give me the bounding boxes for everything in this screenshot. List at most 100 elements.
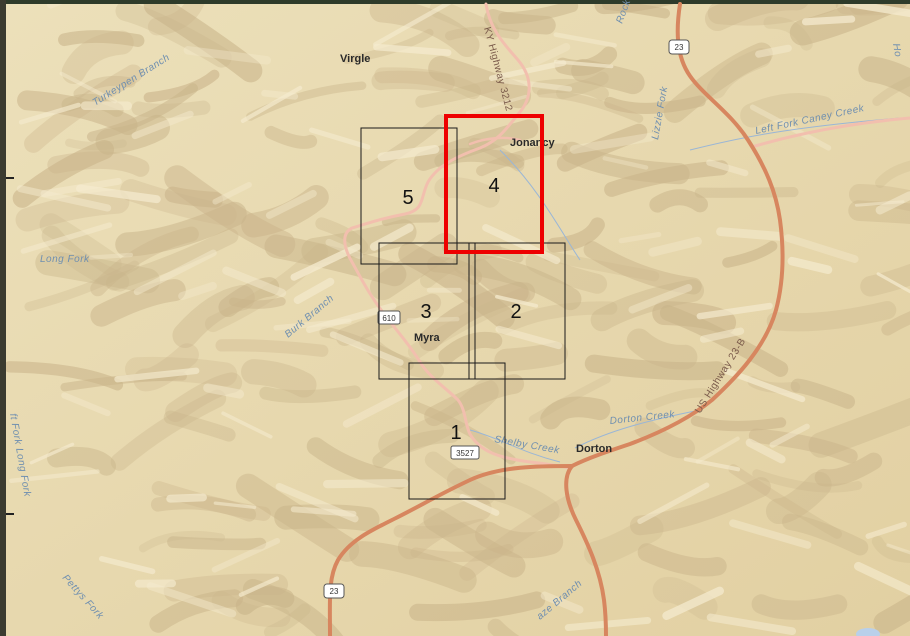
ridge-shade xyxy=(58,30,145,47)
ridge-shade xyxy=(604,95,706,114)
ridge-shade xyxy=(808,397,910,458)
ridge-highlight xyxy=(716,227,785,241)
ridge-highlight xyxy=(20,222,113,254)
ridge-shade xyxy=(452,252,582,311)
ridge-shade xyxy=(561,141,690,185)
ridge-shade xyxy=(468,137,525,172)
ridge-highlight xyxy=(784,234,859,263)
ridge-highlight xyxy=(755,44,792,58)
grid-cell-4-highlighted[interactable]: 4 xyxy=(444,114,544,254)
ridge-highlight xyxy=(699,327,745,343)
ridge-shade xyxy=(47,446,116,476)
ridge-shade xyxy=(537,89,644,123)
ridge-shade xyxy=(848,200,910,225)
shield-us23-south: 23 xyxy=(323,583,345,599)
ridge-highlight xyxy=(373,43,452,57)
ridge-highlight xyxy=(88,252,134,260)
ridge-shade xyxy=(546,217,605,253)
ridge-highlight xyxy=(329,331,404,366)
ridge-highlight xyxy=(706,159,749,177)
ridge-shade xyxy=(873,594,910,634)
ridge-shade xyxy=(143,0,263,83)
label-ho: Ho xyxy=(890,43,903,58)
ridge-shade xyxy=(115,1,232,68)
ridge-shade xyxy=(371,70,455,92)
ridge-highlight xyxy=(222,266,287,297)
ridge-shade xyxy=(484,9,556,35)
ridge-shade xyxy=(752,469,863,493)
ridge-shade xyxy=(475,521,564,559)
shield-label: 610 xyxy=(382,314,396,323)
ridge-shade xyxy=(413,119,539,171)
ridge-highlight xyxy=(146,582,237,618)
ridge-highlight xyxy=(749,104,832,151)
grid-cell-5[interactable]: 5 xyxy=(360,127,458,265)
grid-cell-1[interactable]: 1 xyxy=(408,362,506,500)
ridge-highlight xyxy=(530,43,571,67)
ridge-highlight xyxy=(178,281,217,301)
road-east-spur xyxy=(468,136,522,146)
ridge-shade xyxy=(590,279,705,332)
ridge-shade xyxy=(24,260,140,312)
ridge-highlight xyxy=(309,127,371,150)
ridge-highlight xyxy=(724,368,806,403)
ridge-shade xyxy=(424,374,525,427)
grid-cell-3[interactable]: 3 xyxy=(378,242,476,380)
ridge-shade xyxy=(814,452,883,487)
ridge-shade xyxy=(626,328,698,370)
ridge-shade xyxy=(369,0,480,58)
water-body xyxy=(856,628,880,636)
ridge-highlight xyxy=(618,231,662,244)
ridge-highlight xyxy=(459,494,500,516)
ridge-shade xyxy=(766,301,897,332)
ridge-shade xyxy=(763,16,813,51)
place-myra: Myra xyxy=(414,332,441,344)
hillshade-ridges xyxy=(3,0,910,636)
ridge-shade xyxy=(204,243,329,333)
ridge-highlight xyxy=(18,102,81,125)
ridge-shade xyxy=(143,69,220,103)
ridge-highlight xyxy=(133,249,217,296)
ridge-shade xyxy=(150,495,257,522)
ridge-shade xyxy=(24,64,143,153)
ridge-highlight xyxy=(61,392,111,417)
ridge-shade xyxy=(645,388,719,411)
ridge-highlight xyxy=(662,586,724,620)
road-left-fork-caney xyxy=(753,116,910,148)
streams xyxy=(469,117,901,463)
grid-cell-label: 5 xyxy=(402,187,413,209)
ridge-shade xyxy=(722,240,778,268)
ridge-shade xyxy=(740,92,835,128)
ridge-highlight xyxy=(373,0,456,47)
ridge-highlight xyxy=(342,383,422,428)
ridge-shade xyxy=(875,160,910,188)
grid-cell-2[interactable]: 2 xyxy=(468,242,566,380)
ridge-highlight xyxy=(211,538,281,573)
road-us-highway-23 xyxy=(570,2,785,468)
ridge-highlight xyxy=(406,316,460,323)
ridge-highlight xyxy=(865,521,907,539)
grid-index: 5 3 2 1 4 xyxy=(360,114,566,500)
ridge-shade xyxy=(115,201,247,257)
ridge-shade xyxy=(438,331,503,365)
ridge-highlight xyxy=(29,442,75,465)
ridge-highlight xyxy=(648,236,702,257)
ridge-shade xyxy=(583,241,702,295)
ridge-shade xyxy=(398,242,515,329)
ridge-highlight xyxy=(564,616,652,632)
ridge-shade xyxy=(357,114,446,180)
road-ky-highway-3212 xyxy=(343,2,572,470)
ridge-shade xyxy=(441,241,524,263)
ridge-shade xyxy=(409,591,546,622)
stream-line-caney xyxy=(689,117,901,151)
ridge-highlight xyxy=(76,184,161,204)
ridge-highlight xyxy=(886,543,910,555)
place-dorton: Dorton xyxy=(576,443,612,455)
ridge-shade xyxy=(434,177,500,208)
ridge-shade xyxy=(39,213,122,276)
ridge-highlight xyxy=(801,15,856,26)
ridge-shade xyxy=(663,42,773,123)
ridge-highlight xyxy=(16,185,112,212)
ridge-highlight xyxy=(854,200,905,207)
